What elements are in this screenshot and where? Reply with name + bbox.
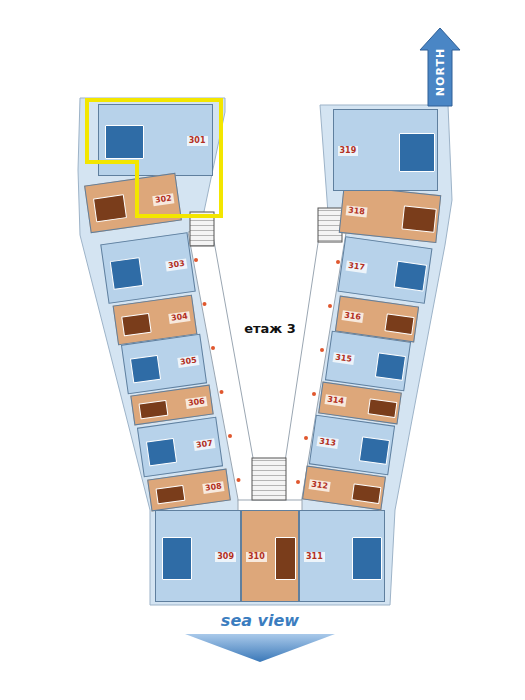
- apartment-blue: 317: [338, 236, 433, 304]
- bed-symbol: [352, 537, 382, 580]
- unit-number: 318: [346, 205, 368, 217]
- unit-number: 315: [333, 352, 355, 365]
- north-arrow: [420, 28, 460, 106]
- unit-number: 309: [215, 552, 236, 562]
- unit-number: 314: [325, 394, 347, 407]
- apartment-orange: 310: [241, 510, 299, 602]
- north-label: NORTH: [434, 48, 447, 96]
- apartment-blue: 303: [100, 232, 195, 304]
- building-outline: [78, 98, 452, 605]
- door-mark: [312, 392, 316, 396]
- door-mark: [237, 478, 241, 482]
- door-mark: [336, 260, 340, 264]
- bed-symbol: [121, 313, 152, 337]
- bed-symbol: [384, 313, 414, 335]
- door-mark: [211, 346, 215, 350]
- unit-number: 303: [166, 259, 188, 272]
- bed-symbol: [138, 400, 168, 420]
- bed-symbol: [401, 205, 436, 232]
- bed-symbol: [93, 194, 127, 222]
- staircase: [190, 212, 214, 246]
- door-mark: [320, 348, 324, 352]
- apartment-blue: 311: [299, 510, 385, 602]
- unit-number: 312: [309, 479, 331, 492]
- bed-symbol: [368, 398, 398, 418]
- bed-symbol: [105, 125, 144, 159]
- bed-symbol: [155, 485, 185, 505]
- bed-symbol: [351, 483, 381, 504]
- unit-number: 307: [194, 438, 216, 451]
- staircase: [252, 458, 286, 500]
- bed-symbol: [399, 133, 435, 172]
- sea-view-arrow: [185, 634, 335, 662]
- bed-symbol: [146, 437, 177, 466]
- unit-number: 308: [203, 481, 225, 494]
- unit-number: 317: [346, 261, 368, 274]
- staircase: [318, 208, 342, 242]
- door-mark: [194, 258, 198, 262]
- bed-symbol: [394, 260, 427, 291]
- apartment-blue: 301: [98, 104, 213, 176]
- door-mark: [304, 436, 308, 440]
- apartment-blue: 319: [333, 109, 438, 191]
- unit-number: 313: [317, 436, 339, 449]
- door-mark: [328, 304, 332, 308]
- floor-label: етаж 3: [244, 321, 296, 336]
- unit-number: 310: [246, 552, 267, 562]
- door-mark: [220, 390, 224, 394]
- bed-symbol: [375, 352, 406, 381]
- apartment-orange: 318: [339, 185, 441, 243]
- door-mark: [228, 434, 232, 438]
- unit-number: 306: [186, 396, 208, 409]
- unit-number: 304: [169, 311, 191, 324]
- door-mark: [296, 480, 300, 484]
- bed-symbol: [110, 257, 144, 290]
- bed-symbol: [275, 537, 296, 580]
- unit-number: 311: [304, 552, 325, 562]
- sea-view-label: sea view: [221, 611, 299, 630]
- unit-number: 319: [338, 146, 359, 156]
- bed-symbol: [359, 436, 390, 465]
- door-mark: [203, 302, 207, 306]
- bed-symbol: [162, 537, 192, 580]
- unit-number: 302: [153, 193, 175, 206]
- unit-number: 316: [342, 310, 364, 323]
- apartment-blue: 309: [155, 510, 241, 602]
- bed-symbol: [130, 354, 161, 383]
- unit-number: 305: [178, 355, 200, 368]
- unit-number: 301: [187, 136, 208, 146]
